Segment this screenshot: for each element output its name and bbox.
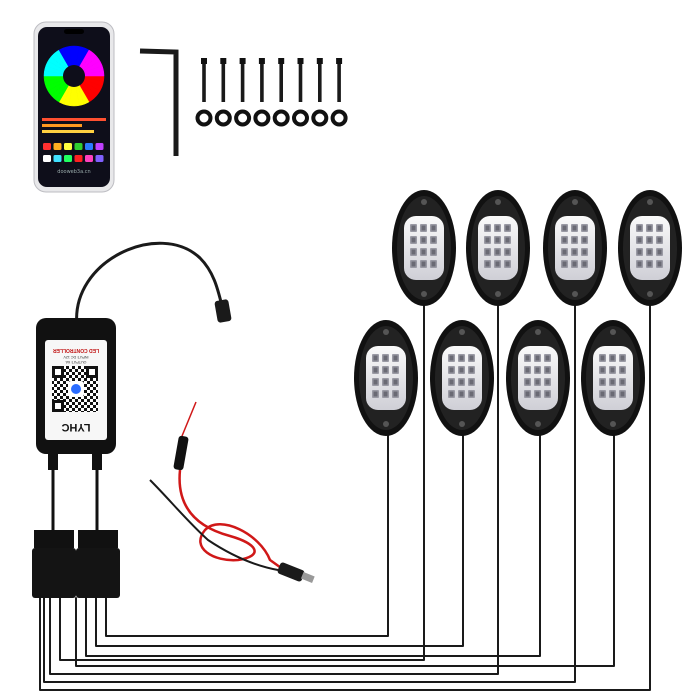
led-controller-box: LYHC LED CONTROLLER INPUT: DC 12V OUTPUT… (36, 318, 116, 530)
screw (336, 58, 343, 102)
rock-light-pod (354, 320, 418, 436)
output-connectors (32, 530, 120, 598)
color-swatch (64, 143, 72, 150)
washer (272, 109, 290, 127)
wire-harness (39, 303, 651, 691)
dc-power-cable (75, 241, 232, 327)
screw (201, 58, 207, 102)
app-footer-text: dooweb3a.cn (57, 169, 90, 175)
power-lead-with-fuse (149, 401, 315, 583)
rock-light-pod (392, 190, 456, 306)
rock-light-pod (466, 190, 530, 306)
screw (278, 58, 285, 102)
washer (253, 109, 271, 127)
color-swatch (95, 155, 104, 162)
color-swatch (85, 143, 93, 150)
controller-spec-1: INPUT: DC 12V (63, 355, 89, 359)
screw-set (195, 58, 348, 127)
controller-spec-2: OUTPUT: 6A (65, 360, 86, 364)
color-swatch (85, 155, 93, 162)
screw (239, 58, 246, 102)
rock-light-pod (506, 320, 570, 436)
smartphone-app-mockup: dooweb3a.cn (33, 21, 115, 193)
bluetooth-icon (71, 384, 81, 394)
rock-light-pod (618, 190, 682, 306)
screw (220, 58, 227, 102)
washer (330, 109, 348, 127)
color-swatches (43, 143, 104, 162)
color-swatch (74, 155, 83, 162)
color-swatch (53, 143, 62, 150)
washer (214, 109, 232, 127)
rock-light-pod (543, 190, 607, 306)
color-swatch (95, 143, 104, 150)
controller-brand: LYHC (61, 421, 90, 433)
controller-title: LED CONTROLLER (53, 347, 99, 353)
screw (258, 58, 265, 102)
washer (292, 109, 309, 127)
screw (316, 58, 323, 102)
rock-light-pod (581, 320, 645, 436)
color-swatch (53, 155, 62, 162)
washer (195, 109, 213, 127)
color-swatch (74, 143, 83, 150)
hex-wrench (139, 48, 179, 156)
color-swatch (64, 155, 72, 162)
rock-light-pod (430, 320, 494, 436)
color-swatch (43, 155, 51, 162)
washer (311, 109, 329, 127)
color-swatch (43, 143, 51, 150)
screw (297, 58, 304, 102)
washer (234, 109, 252, 127)
rock-light-pods (354, 190, 682, 436)
